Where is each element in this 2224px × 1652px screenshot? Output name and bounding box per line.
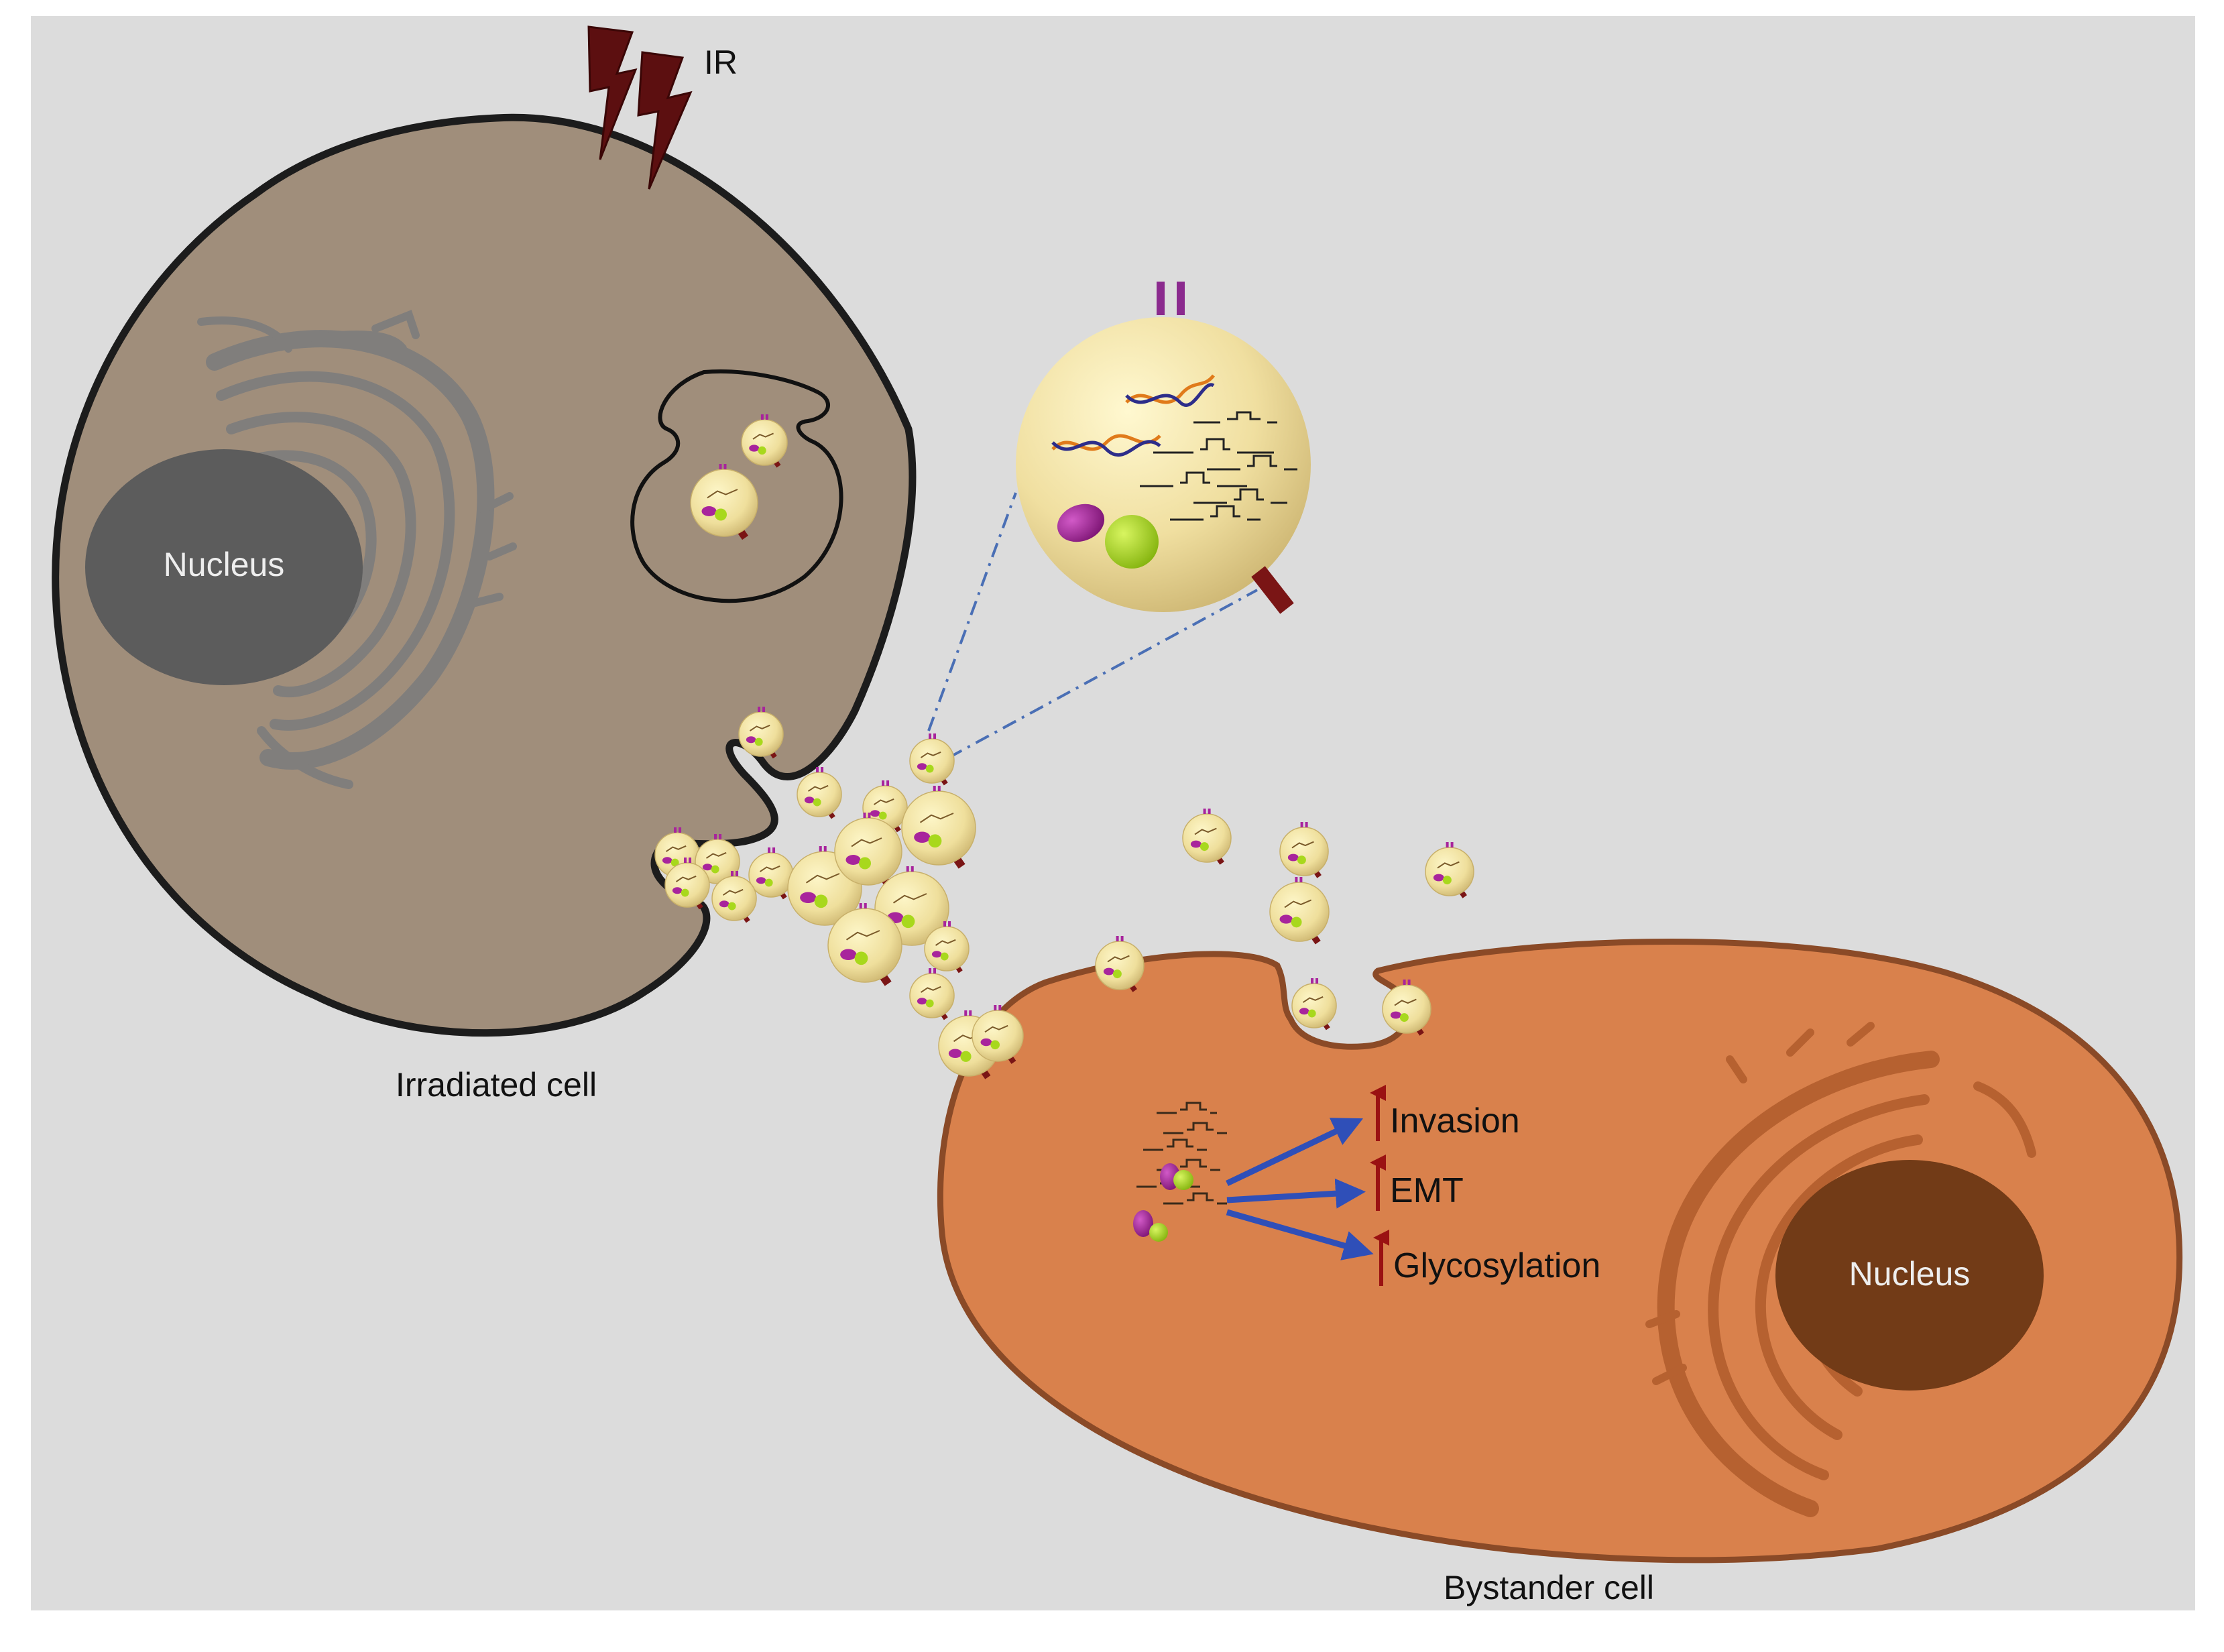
nucleus-irradiated <box>85 449 363 685</box>
exosome <box>901 786 976 869</box>
effect-item: Invasion <box>1370 1085 1520 1141</box>
exosome <box>741 414 788 468</box>
nucleus-label-irradiated: Nucleus <box>164 546 285 583</box>
bystander-cell-membrane <box>937 938 2183 1564</box>
exosome <box>1425 842 1474 898</box>
exosome <box>834 813 902 889</box>
zoom-guide-lines <box>927 492 1258 759</box>
irradiated-cell: Nucleus IR Irradiated cell <box>52 25 917 1104</box>
radiation-lightning-icon <box>587 25 693 190</box>
effect-item: Glycosylation <box>1373 1230 1600 1286</box>
effect-label: Glycosylation <box>1393 1246 1600 1285</box>
exosome <box>1095 936 1145 992</box>
effect-label: Invasion <box>1390 1102 1520 1140</box>
golgi-apparatus-bystander <box>1645 1022 2036 1517</box>
nucleus-bystander <box>1775 1160 2044 1391</box>
exosome <box>1279 822 1329 878</box>
exosome <box>1182 809 1232 865</box>
membrane-protein-marker <box>1157 282 1165 315</box>
exosome <box>690 464 758 540</box>
exosome <box>797 767 842 819</box>
nucleus-label-bystander: Nucleus <box>1849 1255 1971 1293</box>
irradiated-cell-label: Irradiated cell <box>396 1066 597 1104</box>
rna-icon <box>1140 411 1297 521</box>
protein-magenta-icon <box>1057 504 1105 542</box>
exosome <box>711 871 757 923</box>
effect-arrows <box>1226 1118 1374 1260</box>
transmembrane-receptor-icon <box>1251 566 1294 614</box>
exosome <box>909 968 955 1020</box>
exosome <box>748 847 794 900</box>
enlarged-exosome <box>1016 282 1311 614</box>
exosome <box>738 707 784 759</box>
exosome <box>909 733 955 786</box>
effect-label: EMT <box>1390 1171 1464 1210</box>
exosome <box>1291 978 1337 1030</box>
protein-green-icon <box>1105 515 1159 569</box>
exosome <box>924 921 970 973</box>
protein-green-icon <box>1149 1223 1168 1242</box>
exosome <box>972 1005 1024 1064</box>
cargo-cluster <box>1136 1102 1227 1205</box>
exosome-group <box>654 414 1474 1079</box>
bystander-cell: Nucleus Bystander cell <box>937 938 2183 1606</box>
protein-magenta-icon <box>1133 1210 1153 1237</box>
bystander-cell-label: Bystander cell <box>1444 1569 1654 1606</box>
dna-icon <box>1051 374 1215 457</box>
protein-green-icon <box>1173 1170 1193 1190</box>
multivesicular-body <box>630 369 843 603</box>
exosome <box>664 858 710 910</box>
exosome <box>827 903 902 986</box>
effect-item: EMT <box>1370 1155 1464 1211</box>
radiation-label: IR <box>704 44 738 81</box>
exosome-sphere <box>1016 317 1311 612</box>
exosome <box>1269 877 1330 945</box>
exosome <box>1382 980 1431 1036</box>
